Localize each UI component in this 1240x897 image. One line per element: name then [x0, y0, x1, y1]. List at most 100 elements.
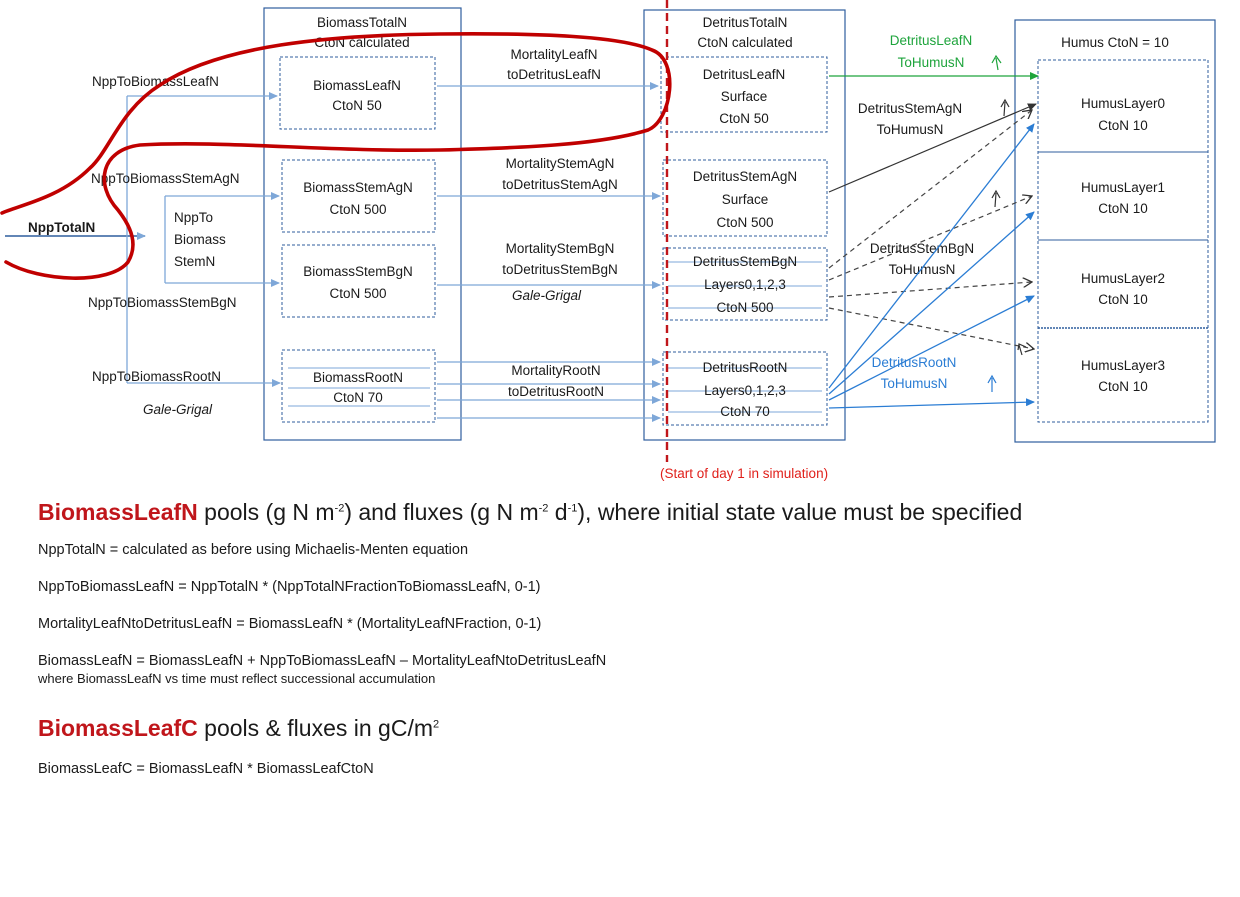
nitrogen-flow-diagram: BiomassTotalN CtoN calculated BiomassLea…	[0, 0, 1216, 481]
humus-layer1-cton: CtoN 10	[1098, 201, 1148, 216]
humus-layer3-label: HumusLayer3	[1081, 358, 1165, 373]
biomass-root-cton: CtoN 70	[333, 390, 383, 405]
detritus-root-cton: CtoN 70	[720, 404, 770, 419]
detritus-total-title: DetritusTotalN	[703, 15, 788, 30]
detritus-root-to-humus-label-2: ToHumusN	[881, 376, 948, 391]
heading-exponent: -2	[538, 502, 549, 515]
heading-keyword: BiomassLeafN	[38, 499, 198, 525]
mortality-stem-bg-label-1: MortalityStemBgN	[506, 241, 615, 256]
detritus-stem-bg-box	[662, 247, 828, 321]
detritus-leaf-surface: Surface	[721, 89, 768, 104]
detritus-leaf-cton: CtoN 50	[719, 111, 769, 126]
highlight-loop	[0, 32, 672, 280]
detritus-root-to-humus0-arrow	[828, 123, 1035, 389]
biomass-leaf-cton: CtoN 50	[332, 98, 382, 113]
equation-npp-total: NppTotalN = calculated as before using M…	[38, 542, 469, 558]
detritus-leaf-to-humus-label-2: ToHumusN	[898, 55, 965, 70]
biomass-total-title: BiomassTotalN	[317, 15, 407, 30]
up-arrow-icon	[991, 189, 1001, 208]
detritus-stem-bg-to-humus0-arrow	[828, 110, 1032, 269]
detritus-leaf-to-humus-label-1: DetritusLeafN	[890, 33, 973, 48]
heading-biomass-leaf-n: BiomassLeafN pools (g N m-2) and fluxes …	[38, 498, 1218, 526]
up-arrow-icon	[987, 374, 997, 392]
detritus-stem-ag-surface: Surface	[722, 192, 769, 207]
heading-text: ), where initial state value must be spe…	[577, 499, 1023, 525]
mortality-leaf-label-2: toDetritusLeafN	[507, 67, 601, 82]
heading-exponent: -2	[334, 502, 345, 515]
heading-text: pools & fluxes in gC/m	[197, 715, 433, 741]
heading-exponent: -1	[567, 502, 578, 515]
detritus-stem-ag-to-humus-label-2: ToHumusN	[877, 122, 944, 137]
detritus-stem-ag-to-humus-label-1: DetritusStemAgN	[858, 101, 962, 116]
detritus-stem-bg-to-humus3-arrow	[828, 307, 1034, 349]
description-text: BiomassLeafN pools (g N m-2) and fluxes …	[38, 498, 1218, 778]
detritus-stem-bg-layers: Layers0,1,2,3	[704, 277, 786, 292]
detritus-root-box	[662, 351, 828, 426]
heading-keyword: BiomassLeafC	[38, 715, 198, 741]
equation-biomass-leaf: BiomassLeafN = BiomassLeafN + NppToBioma…	[38, 653, 607, 669]
detritus-leaf-label: DetritusLeafN	[703, 67, 786, 82]
equation-biomass-leaf-note: where BiomassLeafN vs time must reflect …	[38, 671, 436, 686]
heading-exponent: 2	[433, 718, 440, 731]
heading-text: pools (g N m	[197, 499, 335, 525]
detritus-root-label: DetritusRootN	[703, 360, 788, 375]
detritus-root-layers: Layers0,1,2,3	[704, 383, 786, 398]
biomass-root-box	[281, 349, 436, 423]
humus-layer0-cton: CtoN 10	[1098, 118, 1148, 133]
down-arrow-icon	[1017, 343, 1027, 356]
detritus-root-to-humus3-arrow	[828, 398, 1035, 409]
humus-layer2-label: HumusLayer2	[1081, 271, 1165, 286]
detritus-root-to-humus-label-1: DetritusRootN	[872, 355, 957, 370]
mortality-root-label-2: toDetritusRootN	[508, 384, 604, 399]
detritus-total-box	[643, 9, 846, 441]
humus-title: Humus CtoN = 10	[1061, 35, 1169, 50]
npp-to-stem-label-2: Biomass	[174, 232, 226, 247]
detritus-leaf-box	[660, 56, 828, 133]
detritus-stem-bg-to-humus-label-2: ToHumusN	[889, 262, 956, 277]
humus-layers-box	[1037, 59, 1209, 423]
biomass-root-label: BiomassRootN	[313, 370, 403, 385]
biomass-stem-ag-cton: CtoN 500	[329, 202, 386, 217]
biomass-stem-bg-label: BiomassStemBgN	[303, 264, 413, 279]
npp-to-leaf-label: NppToBiomassLeafN	[92, 74, 219, 89]
npp-to-root-label: NppToBiomassRootN	[92, 369, 221, 384]
npp-to-stem-ag-label: NppToBiomassStemAgN	[91, 171, 240, 186]
biomass-leaf-label: BiomassLeafN	[313, 78, 401, 93]
equation-npp-to-leaf: NppToBiomassLeafN = NppTotalN * (NppTota…	[38, 579, 541, 595]
mortality-stem-ag-label-1: MortalityStemAgN	[506, 156, 615, 171]
detritus-total-cton: CtoN calculated	[697, 35, 792, 50]
humus-box	[1014, 19, 1216, 443]
biomass-stem-ag-box	[281, 159, 436, 233]
heading-biomass-leaf-c: BiomassLeafC pools & fluxes in gC/m2	[38, 714, 1218, 742]
biomass-stem-bg-box	[281, 244, 436, 318]
humus-layer3-cton: CtoN 10	[1098, 379, 1148, 394]
gale-grigal-label-left: Gale-Grigal	[143, 402, 213, 417]
detritus-stem-bg-to-humus2-arrow	[828, 282, 1032, 298]
mortality-leaf-label-1: MortalityLeafN	[510, 47, 597, 62]
mortality-stem-bg-label-2: toDetritusStemBgN	[502, 262, 618, 277]
detritus-stem-ag-label: DetritusStemAgN	[693, 169, 797, 184]
detritus-stem-bg-to-humus-label-1: DetritusStemBgN	[870, 241, 974, 256]
up-arrow-icon	[1000, 98, 1010, 117]
detritus-root-to-humus2-arrow	[828, 295, 1035, 401]
biomass-leaf-box	[279, 56, 436, 130]
detritus-stem-bg-to-humus1-arrow	[828, 196, 1032, 281]
npp-total-label: NppTotalN	[28, 220, 95, 235]
biomass-stem-ag-label: BiomassStemAgN	[303, 180, 413, 195]
detritus-stem-bg-label: DetritusStemBgN	[693, 254, 797, 269]
humus-layer0-label: HumusLayer0	[1081, 96, 1165, 111]
up-arrow-icon	[991, 54, 1002, 71]
biomass-total-box	[263, 7, 462, 441]
start-of-day-label: (Start of day 1 in simulation)	[660, 466, 828, 481]
humus-layer1-label: HumusLayer1	[1081, 180, 1165, 195]
gale-grigal-label-right: Gale-Grigal	[512, 288, 582, 303]
mortality-root-label-1: MortalityRootN	[511, 363, 600, 378]
heading-text: ) and fluxes (g N m	[344, 499, 539, 525]
humus-layer2-cton: CtoN 10	[1098, 292, 1148, 307]
detritus-stem-ag-box	[662, 159, 828, 237]
equation-biomass-leaf-c: BiomassLeafC = BiomassLeafN * BiomassLea…	[38, 761, 374, 777]
detritus-stem-bg-cton: CtoN 500	[716, 300, 773, 315]
biomass-stem-bg-cton: CtoN 500	[329, 286, 386, 301]
npp-to-stem-bg-label: NppToBiomassStemBgN	[88, 295, 237, 310]
npp-to-stem-label-1: NppTo	[174, 210, 213, 225]
